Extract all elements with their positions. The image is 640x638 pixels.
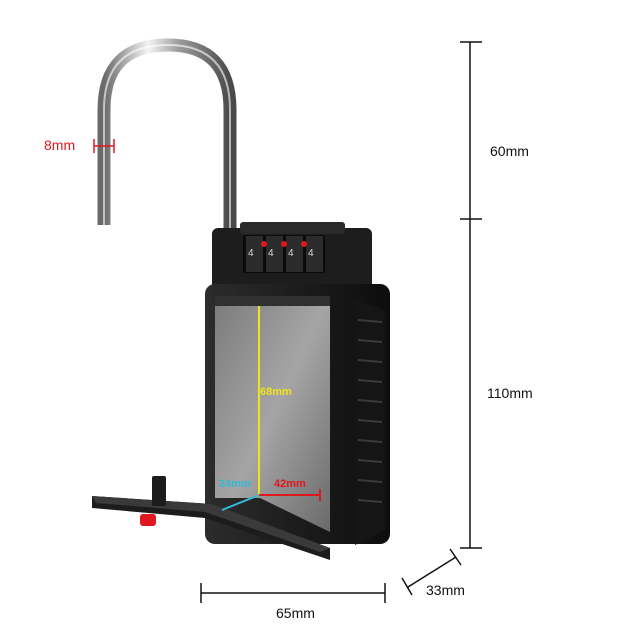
body-height-label: 110mm xyxy=(487,385,533,401)
shackle xyxy=(97,38,237,235)
height-dimension-lines xyxy=(460,41,482,549)
dial-numbers: 4 4 4 4 xyxy=(248,248,326,262)
dial-number[interactable]: 4 xyxy=(308,248,314,259)
inner-depth-label: 24mm xyxy=(219,478,251,490)
inner-height-label: 68mm xyxy=(260,386,292,398)
depth-label: 33mm xyxy=(426,582,465,598)
inner-width-label: 42mm xyxy=(274,478,306,490)
shackle-thickness-label: 8mm xyxy=(44,137,76,153)
combination-dials xyxy=(246,236,323,272)
lockbox-door xyxy=(92,476,330,560)
dial-housing xyxy=(212,222,372,292)
shackle-thickness-marker xyxy=(93,139,115,153)
width-dimension-line xyxy=(200,583,386,603)
shackle-height-label: 60mm xyxy=(490,143,529,159)
inner-dimension-lines xyxy=(221,306,321,511)
dial-number[interactable]: 4 xyxy=(288,248,294,259)
lockbox-body xyxy=(205,284,390,545)
width-label: 65mm xyxy=(276,605,315,621)
dial-number[interactable]: 4 xyxy=(268,248,274,259)
depth-dimension-line xyxy=(401,548,462,596)
dial-number[interactable]: 4 xyxy=(248,248,254,259)
